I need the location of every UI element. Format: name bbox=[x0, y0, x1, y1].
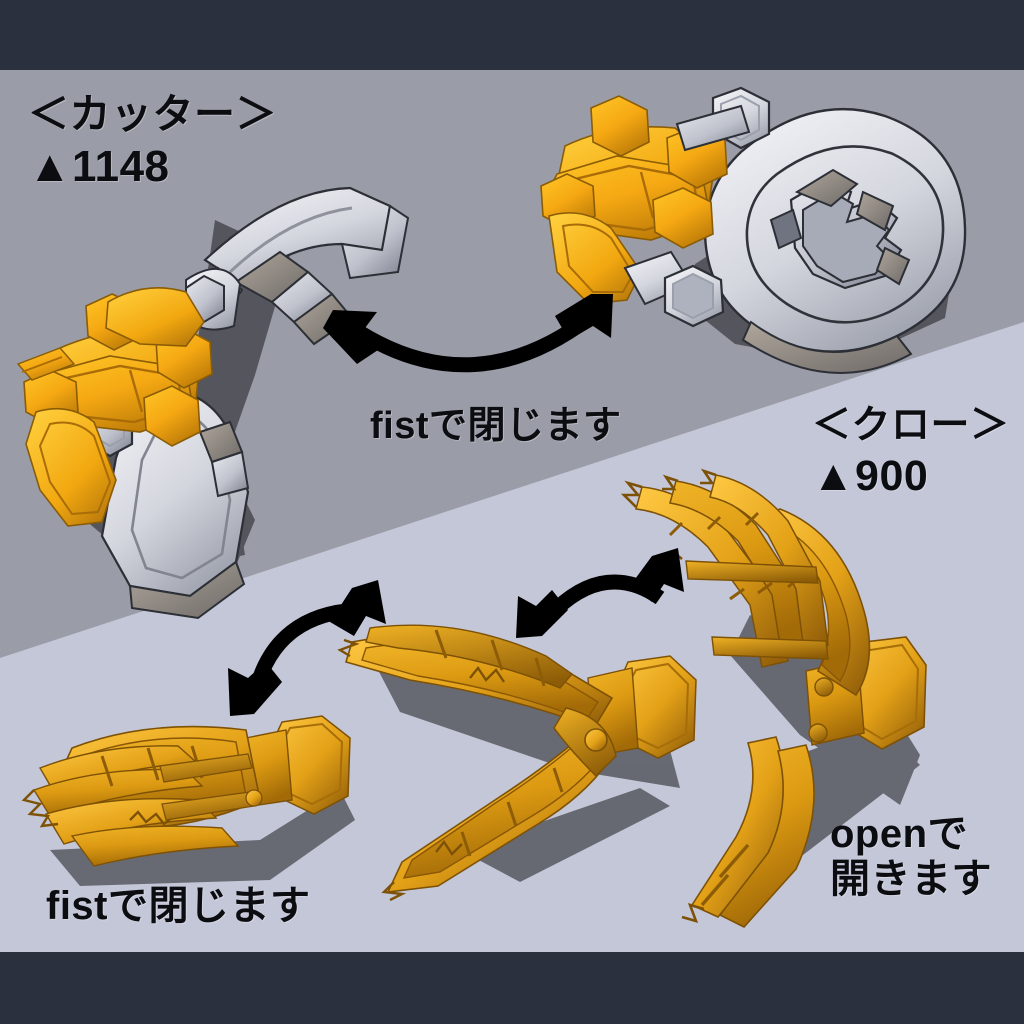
cutter-open-gold-housing bbox=[540, 95, 751, 328]
label-claw-tris: ▲900 bbox=[812, 452, 929, 500]
model-cutter-closed bbox=[0, 160, 420, 620]
label-claw-title: ＜クロー＞ bbox=[812, 404, 1010, 447]
label-claw-fist-hint: fistで閉じます bbox=[46, 884, 311, 928]
claw-half-lower-jaw bbox=[381, 730, 609, 902]
claw-half-hinge bbox=[553, 707, 617, 778]
label-claw-open-line1: openで bbox=[830, 812, 969, 856]
model-claw-half-open bbox=[337, 600, 720, 902]
claw-half-upper-jaw bbox=[337, 624, 614, 729]
label-cutter-fist-hint: fistで閉じます bbox=[370, 405, 622, 447]
claw-closed-fingers bbox=[21, 745, 263, 867]
label-claw-open-line2: 開きます bbox=[830, 856, 992, 901]
label-cutter-title: ＜カッター＞ bbox=[28, 91, 277, 137]
bottom-letterbox-bar bbox=[0, 952, 1024, 1024]
cutter-blade-upper bbox=[200, 186, 410, 346]
model-claw-closed bbox=[10, 700, 370, 900]
model-claw-open bbox=[620, 465, 930, 935]
model-cutter-open bbox=[540, 86, 985, 388]
label-cutter-tris: ▲1148 bbox=[28, 142, 170, 191]
claw-open-fingers bbox=[620, 468, 829, 668]
claw-open-forearm bbox=[681, 736, 815, 928]
claw-closed-shadow bbox=[50, 790, 355, 886]
top-letterbox-bar bbox=[0, 0, 1024, 70]
label-claw-open-hint: openで開きます bbox=[830, 812, 992, 902]
cutter-gold-housing bbox=[16, 287, 213, 527]
cutter-open-ring bbox=[703, 86, 967, 374]
